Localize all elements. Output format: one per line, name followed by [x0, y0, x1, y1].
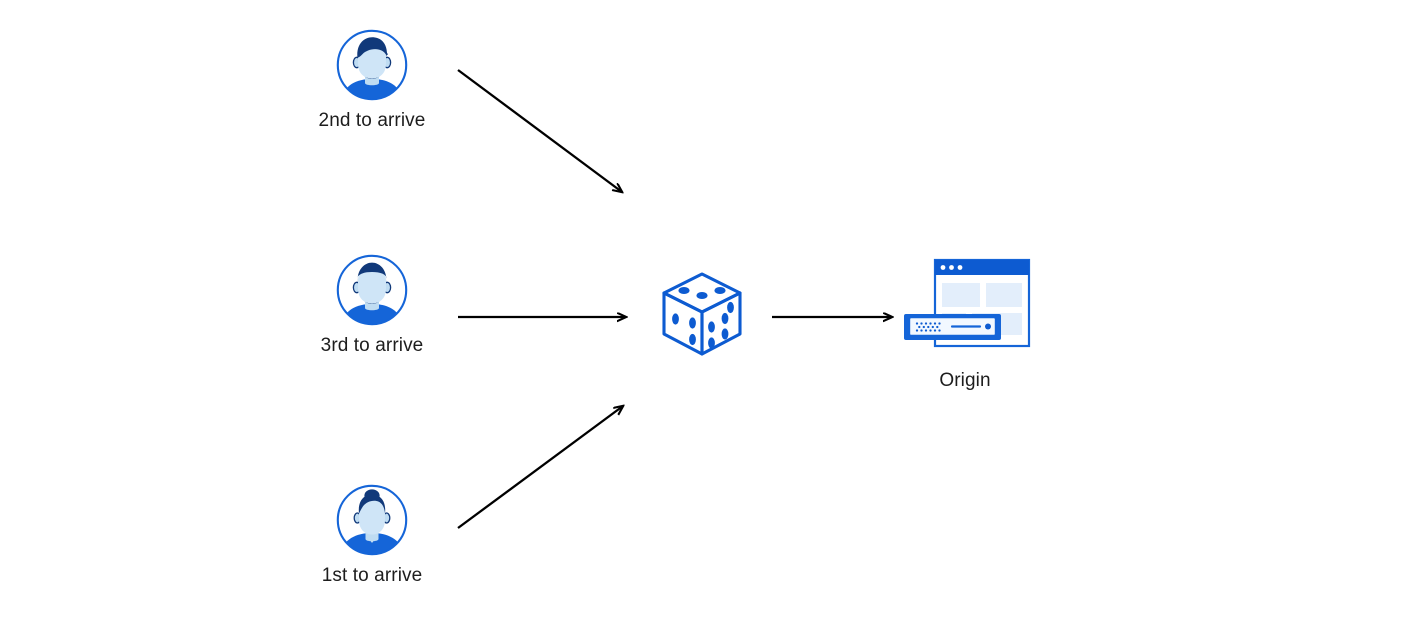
origin-server-icon [900, 256, 1031, 356]
dice-icon [654, 266, 750, 362]
user-avatar-icon [335, 28, 409, 102]
client-label-1st: 1st to arrive [321, 565, 423, 586]
user-avatar-icon [335, 483, 409, 557]
origin-node: Origin [899, 256, 1031, 392]
client-label-3rd: 3rd to arrive [320, 335, 424, 356]
client-node-2nd: 2nd to arrive [299, 28, 445, 132]
client-node-1st: 1st to arrive [299, 483, 445, 587]
arrow-1st-to-dice [457, 406, 623, 529]
client-label-2nd: 2nd to arrive [318, 110, 426, 131]
user-avatar-icon [335, 253, 409, 327]
server-device [904, 314, 1001, 340]
dice-node [654, 266, 750, 362]
client-node-3rd: 3rd to arrive [299, 253, 445, 357]
origin-label: Origin [939, 370, 991, 391]
arrow-2nd-to-dice [457, 69, 622, 192]
